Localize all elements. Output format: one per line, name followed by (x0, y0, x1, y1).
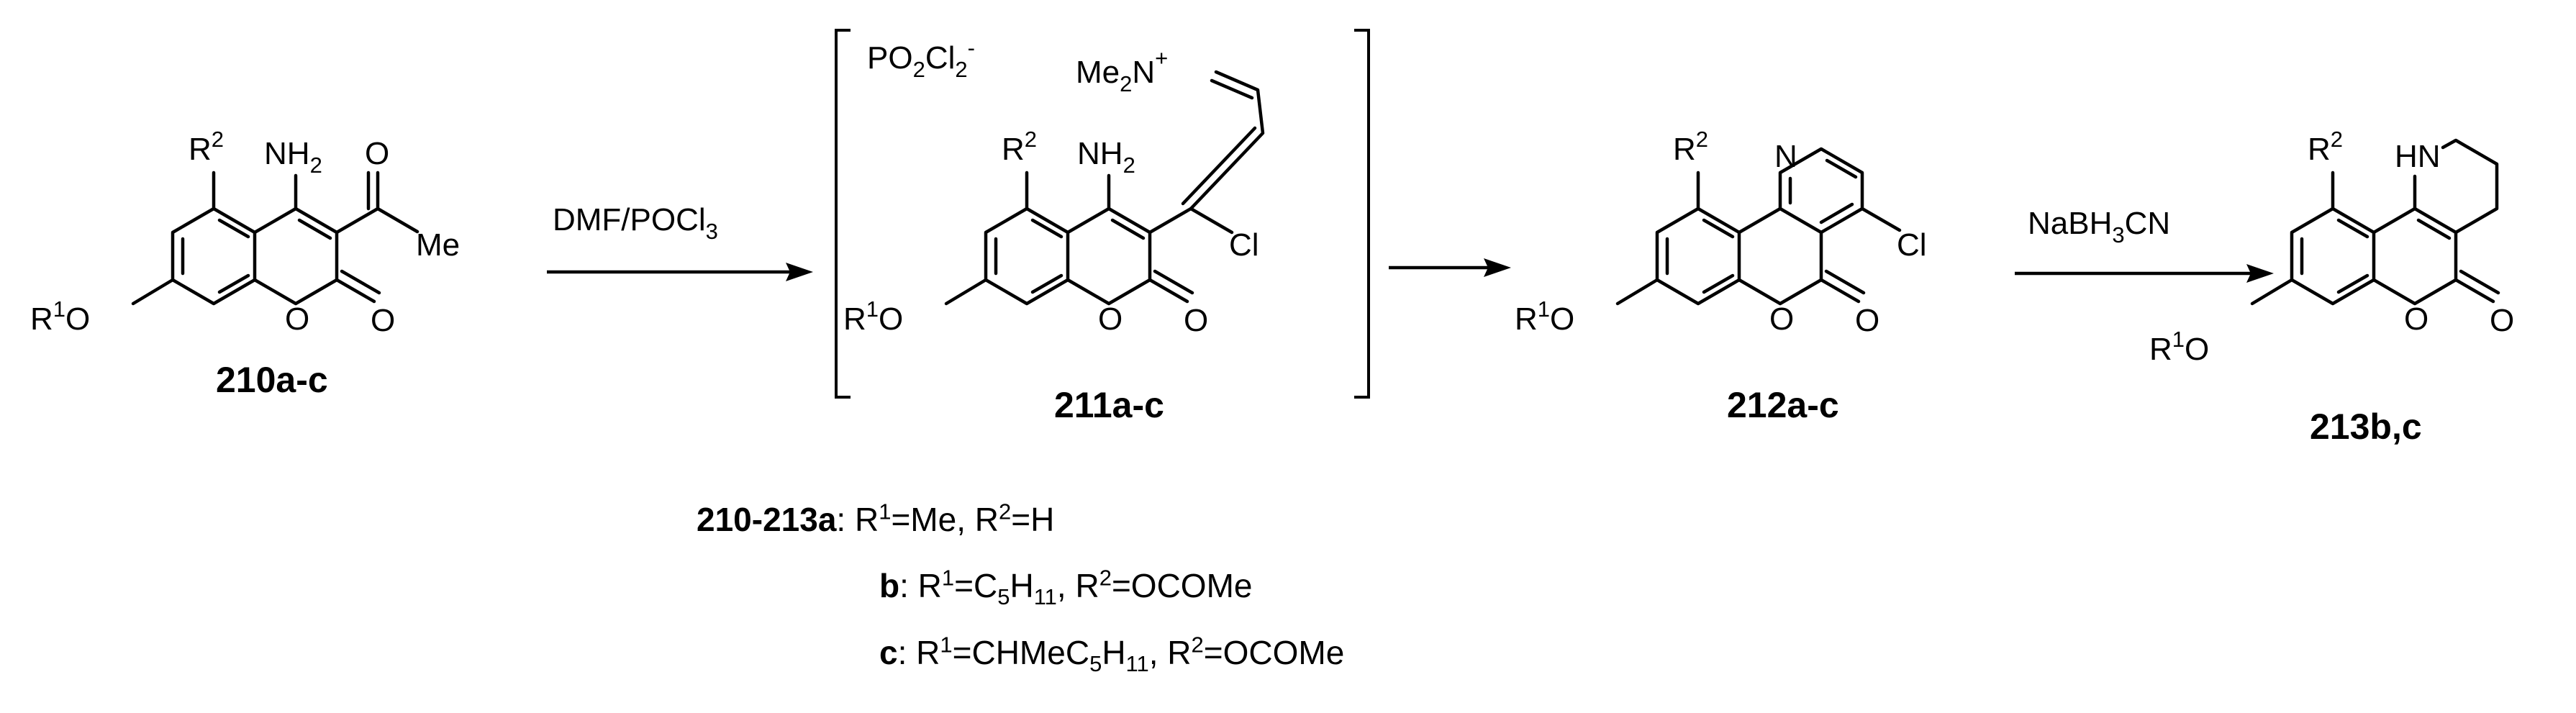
reagent-nabh3cn: NaBH3CN (2028, 206, 2170, 247)
carbonyl-o-label: O (1855, 303, 1879, 338)
compound-label-212: 212a-c (1727, 385, 1839, 425)
bracket-211 (835, 29, 1370, 399)
nh2-label: NH2 (1077, 136, 1135, 178)
chloro-label: Cl (1897, 227, 1927, 263)
atoms-211: R2 NH2 O O R1O Cl Me2N+ (843, 45, 1259, 338)
reagent-dmf-pocl3: DMF/POCl3 (553, 202, 718, 244)
chloro-label: Cl (1229, 227, 1259, 263)
atoms-213: R2 HN O O R1O (2149, 127, 2514, 367)
reaction-arrow-2 (1389, 258, 1511, 277)
ring-o-label: O (1098, 301, 1123, 337)
ring-o-label: O (285, 301, 309, 337)
r2-label: R2 (2308, 127, 2343, 167)
compound-label-210: 210a-c (216, 360, 328, 400)
counterion-label: PO2Cl2- (867, 35, 975, 82)
acetyl-o-label: O (365, 136, 389, 171)
ring-o-label: O (2404, 301, 2428, 337)
amine-nh-label: HN (2395, 139, 2441, 174)
or1-label: R1O (843, 296, 903, 337)
or1-label: R1O (2149, 327, 2209, 367)
structure-213 (2250, 138, 2500, 306)
carbonyl-o-label: O (371, 303, 395, 338)
reaction-arrow-3 (2015, 264, 2274, 283)
atoms-210: R2 NH2 O Me O O R1O (30, 127, 460, 338)
compound-label-211: 211a-c (1054, 385, 1164, 425)
r2-label: R2 (1002, 127, 1037, 167)
ring-o-label: O (1769, 301, 1794, 337)
r2-label: R2 (1673, 127, 1708, 167)
pyridine-n-label: N (1774, 139, 1797, 174)
atoms-212: R2 N O O R1O Cl (1515, 127, 1927, 338)
carbonyl-o-label: O (1184, 303, 1208, 338)
r2-label: R2 (189, 127, 224, 167)
structure-211 (944, 70, 1265, 306)
or1-label: R1O (30, 296, 90, 337)
carbonyl-o-label: O (2490, 303, 2514, 338)
iminium-label: Me2N+ (1076, 45, 1168, 96)
methyl-label: Me (416, 227, 460, 263)
or1-label: R1O (1515, 296, 1574, 337)
reaction-arrow-1 (547, 263, 813, 281)
structure-212 (1615, 147, 1902, 306)
structure-210 (131, 171, 419, 306)
compound-label-213: 213b,c (2310, 407, 2422, 447)
nh2-label: NH2 (264, 136, 322, 178)
